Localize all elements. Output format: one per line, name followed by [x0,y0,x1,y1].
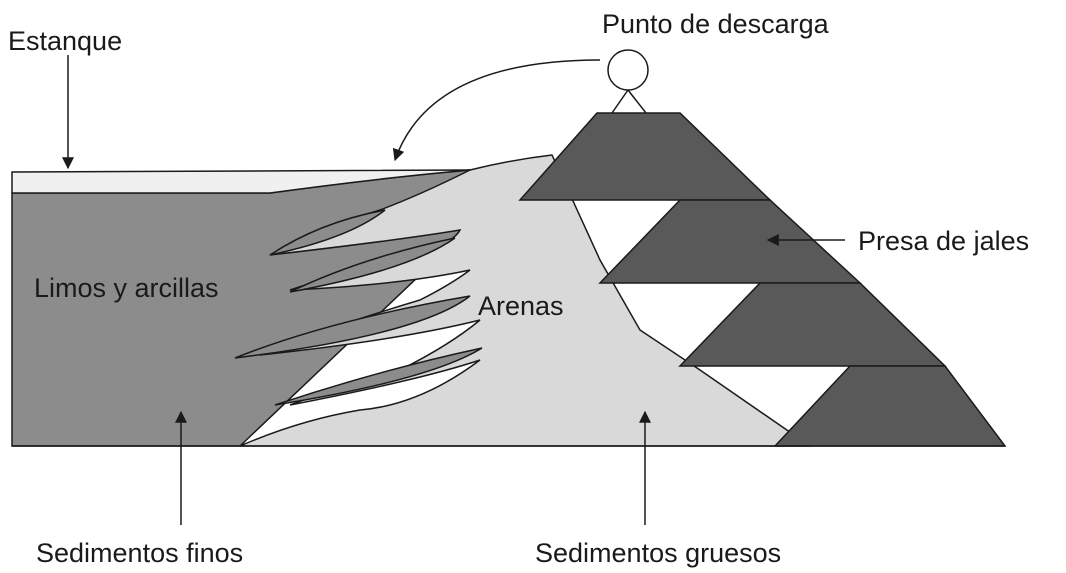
label-limos-arcillas: Limos y arcillas [34,273,219,303]
label-presa-jales: Presa de jales [858,226,1029,256]
dam-step-3 [678,282,947,367]
fine-lens-2 [289,237,456,293]
fine-lens-3 [234,295,471,359]
discharge-leg-left [611,89,629,114]
arrow-punto-descarga [392,59,601,162]
label-punto-descarga: Punto de descarga [602,9,830,39]
fine-lens-1 [269,209,386,256]
discharge-point-icon [607,49,649,91]
fine-lens-4 [274,347,483,406]
label-sedimentos-finos: Sedimentos finos [36,538,243,568]
label-sedimentos-gruesos: Sedimentos gruesos [535,538,781,568]
dam-step-1 [518,112,772,201]
discharge-leg-right [627,89,647,114]
label-estanque: Estanque [8,26,122,56]
dam-step-4 [773,365,1007,447]
label-arenas: Arenas [478,291,564,321]
dam-step-2 [598,199,862,284]
pond-water [11,169,471,194]
